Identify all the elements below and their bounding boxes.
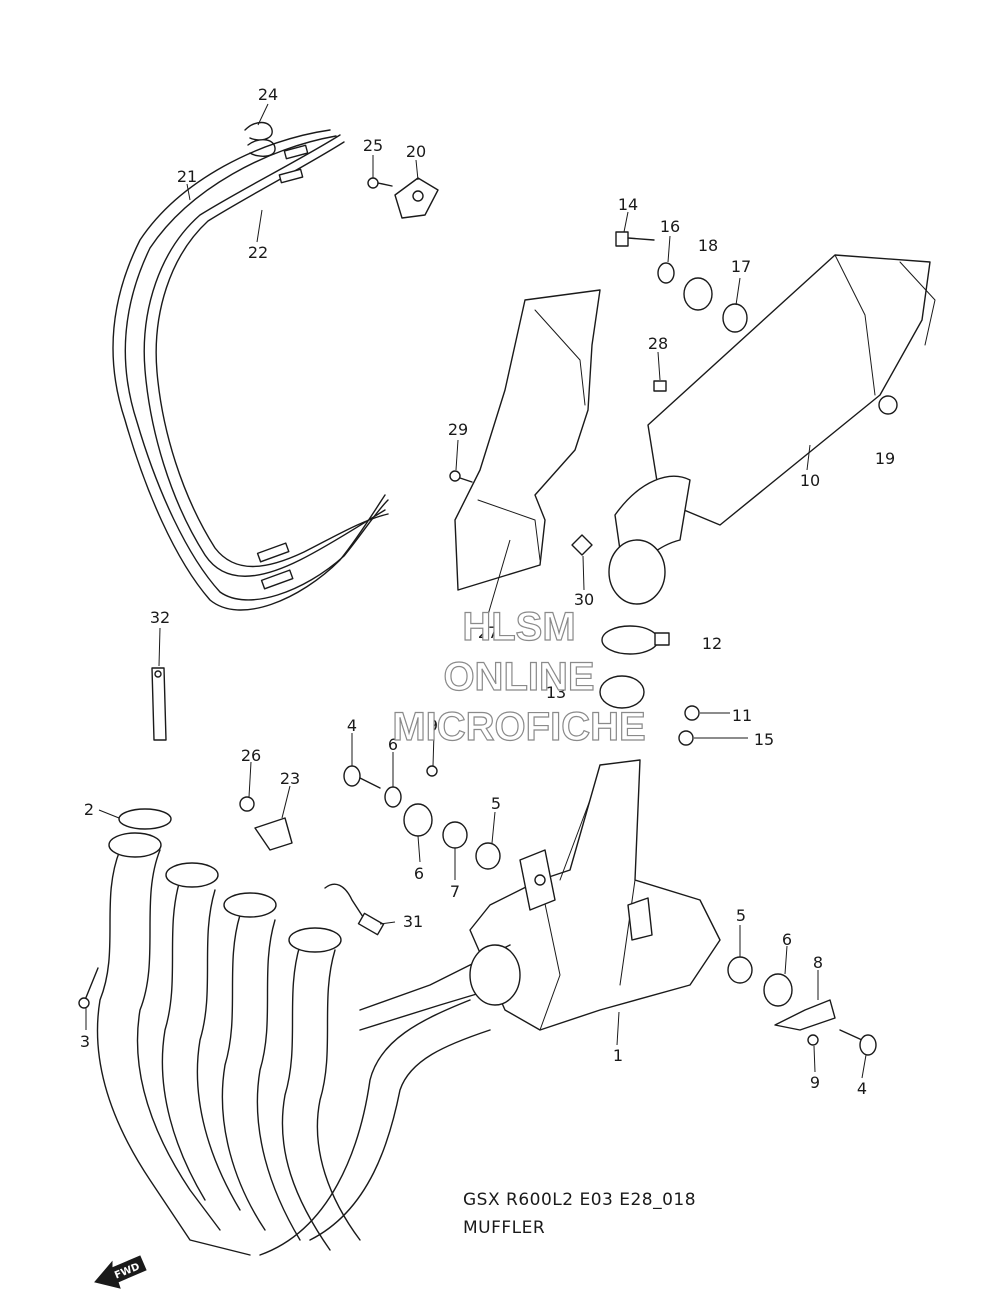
bolt-15 [678, 730, 694, 746]
callout-25: 25 [363, 136, 383, 155]
control-cable-22 [143, 134, 389, 590]
callout-labels: 1 2 3 4 4 5 5 6 6 6 7 8 9 9 10 11 12 13 … [80, 85, 895, 1098]
callout-18: 18 [698, 236, 718, 255]
watermark: HLSM ONLINE MICROFICHE [392, 604, 647, 749]
clamp-12 [601, 625, 670, 655]
gasket-30 [571, 534, 593, 556]
callout-12: 12 [702, 634, 722, 653]
callout-21: 21 [177, 167, 197, 186]
grommet-28 [653, 380, 667, 392]
callout-2: 2 [84, 800, 94, 819]
callout-29: 29 [448, 420, 468, 439]
callout-14: 14 [618, 195, 638, 214]
exhaust-headers [96, 832, 521, 1256]
callout-6-lower: 6 [782, 930, 792, 949]
callout-5-upper: 5 [491, 794, 501, 813]
callout-9-upper: 9 [428, 716, 438, 735]
callout-17: 17 [731, 257, 751, 276]
callout-30: 30 [574, 590, 594, 609]
callout-13: 13 [546, 683, 566, 702]
stud-3 [78, 967, 99, 1009]
callout-11: 11 [732, 706, 752, 725]
bolt-25 [367, 177, 393, 189]
callout-22: 22 [248, 243, 268, 262]
callout-9-lower: 9 [810, 1073, 820, 1092]
bracket-20 [394, 177, 439, 219]
callout-24: 24 [258, 85, 278, 104]
callout-31: 31 [403, 912, 423, 931]
callout-3: 3 [80, 1032, 90, 1051]
callout-26: 26 [241, 746, 261, 765]
callout-16: 16 [660, 217, 680, 236]
cable-clamp-24 [244, 121, 276, 157]
mount-hardware-14-19 [615, 231, 898, 415]
watermark-line-1: HLSM [462, 605, 575, 649]
callout-7: 7 [450, 882, 460, 901]
callout-1: 1 [613, 1046, 623, 1065]
callout-15: 15 [754, 730, 774, 749]
nut-11 [684, 705, 700, 721]
bolt-29 [449, 470, 473, 483]
control-cable-21 [112, 129, 389, 611]
mount-hardware-left [343, 765, 501, 870]
callout-6-middle: 6 [414, 864, 424, 883]
gasket-13 [599, 675, 645, 709]
mount-hardware-right [727, 956, 877, 1056]
diagram-code: GSX R600L2 E03 E28_018 [463, 1190, 696, 1210]
silencer-10 [608, 254, 936, 605]
o2-sensor-31 [324, 883, 385, 936]
heat-shield-27 [454, 289, 601, 591]
callout-4-lower: 4 [857, 1079, 867, 1098]
callout-6-upper: 6 [388, 735, 398, 754]
leader-lines [85, 103, 867, 1079]
watermark-line-3: MICROFICHE [392, 705, 645, 749]
callout-20: 20 [406, 142, 426, 161]
muffler-chamber-1 [469, 759, 721, 1031]
forward-arrow-icon: FWD [94, 1255, 147, 1289]
watermark-line-2: ONLINE [443, 655, 594, 699]
callout-23: 23 [280, 769, 300, 788]
callout-32: 32 [150, 608, 170, 627]
callout-28: 28 [648, 334, 668, 353]
nut-26 [239, 796, 255, 812]
callout-10: 10 [800, 471, 820, 490]
callout-19: 19 [875, 449, 895, 468]
callout-27: 27 [478, 623, 498, 642]
diagram-title: MUFFLER [463, 1218, 545, 1238]
callout-4-upper: 4 [347, 716, 357, 735]
bracket-23 [254, 817, 293, 851]
callout-8: 8 [813, 953, 823, 972]
strap-32 [151, 667, 167, 741]
gasket-2 [118, 808, 172, 830]
callout-5-lower: 5 [736, 906, 746, 925]
